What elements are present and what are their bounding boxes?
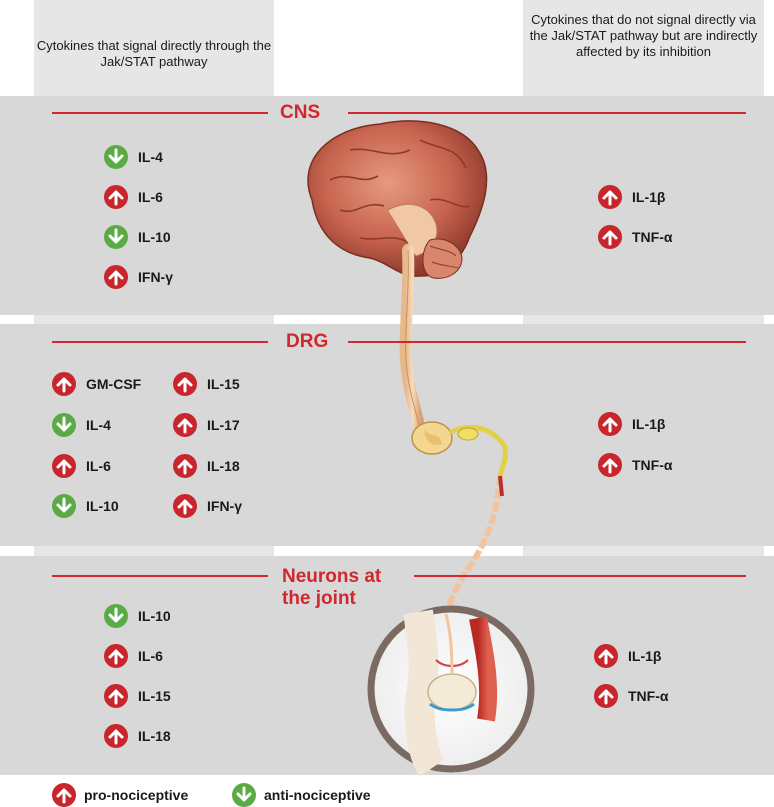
cns-title: CNS [280, 102, 320, 124]
joint-left-item-3: IL-15 [104, 683, 171, 709]
arrow-up-icon [52, 372, 76, 396]
arrow-up-icon [104, 684, 128, 708]
legend-pro-nociceptive: pro-nociceptive [52, 783, 188, 807]
arrow-up-icon [598, 225, 622, 249]
cns-left-item-2: IL-6 [104, 184, 163, 210]
drg-left-item-4: IL-10 [52, 493, 119, 519]
joint-title: Neurons at the joint [282, 566, 381, 610]
arrow-down-icon [52, 494, 76, 518]
drg-right-item-1: IL-1β [598, 411, 665, 437]
cns-right-item-1: IL-1β [598, 184, 665, 210]
arrow-up-icon [173, 454, 197, 478]
arrow-up-icon [598, 453, 622, 477]
joint-left-item-1: IL-10 [104, 603, 171, 629]
drg-divider-left [52, 341, 268, 343]
cns-right-item-2: TNF-α [598, 224, 672, 250]
arrow-up-icon [52, 454, 76, 478]
joint-title-line2: the joint [282, 588, 381, 610]
arrow-up-icon [104, 185, 128, 209]
joint-left-item-2: IL-6 [104, 643, 163, 669]
cns-divider-left [52, 112, 268, 114]
drg-divider-right [348, 341, 746, 343]
right-column-header: Cytokines that do not signal directly vi… [523, 12, 764, 60]
left-column-header: Cytokines that signal directly through t… [34, 38, 274, 70]
arrow-up-icon [598, 412, 622, 436]
arrow-up-icon [173, 494, 197, 518]
arrow-up-icon [104, 265, 128, 289]
joint-divider-right [414, 575, 746, 577]
drg-left-item-6: IL-17 [173, 412, 240, 438]
arrow-up-icon [52, 783, 76, 807]
arrow-down-icon [104, 604, 128, 628]
joint-right-item-1: IL-1β [594, 643, 661, 669]
cns-left-item-3: IL-10 [104, 224, 171, 250]
arrow-down-icon [52, 413, 76, 437]
cns-left-item-4: IFN-γ [104, 264, 173, 290]
arrow-up-icon [104, 644, 128, 668]
joint-left-item-4: IL-18 [104, 723, 171, 749]
cns-left-item-1: IL-4 [104, 144, 163, 170]
arrow-down-icon [104, 225, 128, 249]
drg-left-item-5: IL-15 [173, 371, 240, 397]
arrow-up-icon [594, 644, 618, 668]
drg-right-item-2: TNF-α [598, 452, 672, 478]
drg-left-item-1: GM-CSF [52, 371, 141, 397]
joint-title-line1: Neurons at [282, 566, 381, 588]
drg-left-item-3: IL-6 [52, 453, 111, 479]
arrow-up-icon [173, 413, 197, 437]
arrow-down-icon [232, 783, 256, 807]
drg-title: DRG [286, 331, 328, 353]
arrow-up-icon [104, 724, 128, 748]
joint-right-item-2: TNF-α [594, 683, 668, 709]
drg-left-item-7: IL-18 [173, 453, 240, 479]
joint-divider-left [52, 575, 268, 577]
cns-divider-right [348, 112, 746, 114]
drg-left-item-8: IFN-γ [173, 493, 242, 519]
legend-anti-nociceptive: anti-nociceptive [232, 783, 371, 807]
arrow-up-icon [598, 185, 622, 209]
drg-left-item-2: IL-4 [52, 412, 111, 438]
arrow-up-icon [594, 684, 618, 708]
arrow-up-icon [173, 372, 197, 396]
arrow-down-icon [104, 145, 128, 169]
